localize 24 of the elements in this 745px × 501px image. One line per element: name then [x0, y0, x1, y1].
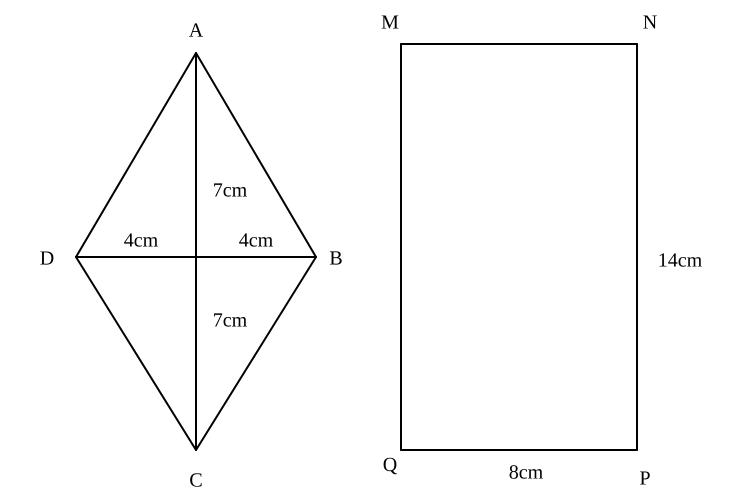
line-segment	[75, 256, 317, 258]
length-label: 8cm	[510, 465, 543, 479]
line-segment	[195, 52, 317, 258]
length-label: 14cm	[660, 253, 702, 267]
vertex-label: D	[40, 251, 54, 265]
vertex-label: M	[382, 15, 398, 29]
line-segment	[195, 256, 317, 451]
length-label: 4cm	[124, 233, 158, 247]
line-segment	[195, 52, 197, 451]
line-segment	[400, 43, 638, 45]
line-segment	[636, 43, 638, 451]
length-label: 7cm	[214, 183, 247, 197]
vertex-label: B	[330, 251, 342, 265]
vertex-label: Q	[384, 458, 397, 474]
vertex-label: N	[643, 15, 657, 29]
length-label: 7cm	[214, 313, 247, 327]
vertex-label: P	[640, 471, 650, 485]
length-label: 4cm	[239, 233, 273, 247]
line-segment	[75, 52, 197, 258]
line-segment	[400, 449, 638, 451]
vertex-label: A	[188, 23, 204, 37]
line-segment	[75, 256, 197, 451]
vertex-label: C	[190, 473, 202, 487]
line-segment	[400, 43, 402, 451]
